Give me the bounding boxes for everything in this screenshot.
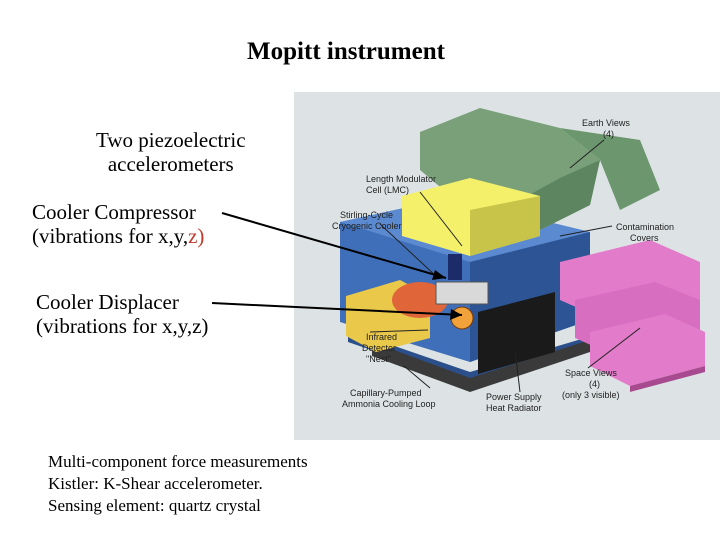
space-view-lower-edge	[630, 366, 705, 392]
diagram-label-stirling-2: Cryogenic Cooler	[332, 221, 402, 231]
base-rails	[372, 340, 590, 392]
diagram-label-ir-1: Infrared	[366, 332, 397, 342]
diagram-label-lmc-1: Length Modulator	[366, 174, 436, 184]
diagram-label-ir-3: "Nest"	[366, 354, 391, 364]
label-compressor-line1: Cooler Compressor	[32, 200, 196, 224]
diagram-label-space-views-2: (4)	[589, 379, 600, 389]
diagram-label-power-supply-1: Power Supply	[486, 392, 542, 402]
label-displacer-line1: Cooler Displacer	[36, 290, 179, 314]
diagram-label-contamination-1: Contamination	[616, 222, 674, 232]
space-view-lower	[590, 314, 705, 386]
note-line-2: Kistler: K-Shear accelerometer.	[48, 474, 263, 493]
label-compressor-line2-prefix: (vibrations for x,y,	[32, 224, 189, 248]
page-title: Mopitt instrument	[247, 38, 445, 65]
earth-view-baffle-right	[560, 128, 660, 210]
notes-block: Multi-component force measurements Kistl…	[48, 451, 308, 517]
displacer-pointer-line	[211, 302, 463, 316]
diagram-leaders	[369, 139, 641, 393]
label-compressor-line2: (vibrations for x,y,z)	[32, 224, 204, 248]
diagram-label-stirling-1: Stirling-Cycle	[340, 210, 393, 220]
diagram-label-space-views-3: (only 3 visible)	[562, 390, 620, 400]
diagram-label-lmc-2: Cell (LMC)	[366, 185, 409, 195]
compressor-pointer-arrowhead	[432, 270, 446, 280]
diagram-label-capillary-1: Capillary-Pumped	[350, 388, 422, 398]
note-line-1: Multi-component force measurements	[48, 452, 308, 471]
label-piezo-line2: accelerometers	[107, 152, 234, 176]
label-piezo-accelerometers: Two piezoelectric accelerometers	[96, 128, 246, 176]
displacer-pointer-arrowhead	[450, 309, 462, 320]
dark-panel	[478, 292, 555, 374]
diagram-label-ir-2: Detector	[362, 343, 396, 353]
cooler-compressor-shape	[392, 282, 448, 318]
diagram-label-earth-views-1: Earth Views	[582, 118, 630, 128]
label-cooler-compressor: Cooler Compressor (vibrations for x,y,z)	[32, 200, 204, 248]
label-displacer-line2: (vibrations for x,y,z)	[36, 314, 209, 338]
diagram-label-earth-views-2: (4)	[603, 129, 614, 139]
diagram-label-space-views-1: Space Views	[565, 368, 617, 378]
label-piezo-line1: Two piezoelectric	[96, 128, 246, 152]
diagram-label-capillary-2: Ammonia Cooling Loop	[342, 399, 436, 409]
label-cooler-displacer: Cooler Displacer (vibrations for x,y,z)	[36, 290, 208, 338]
compressor-pointer-line	[221, 212, 447, 279]
cooler-head	[448, 254, 462, 280]
note-line-3: Sensing element: quartz crystal	[48, 496, 261, 515]
diagram-label-contamination-2: Covers	[630, 233, 659, 243]
label-compressor-line2-accent: z)	[188, 224, 205, 248]
cooler-housing	[435, 281, 489, 305]
diagram-label-power-supply-2: Heat Radiator	[486, 403, 542, 413]
lmc-box-side	[470, 196, 540, 256]
